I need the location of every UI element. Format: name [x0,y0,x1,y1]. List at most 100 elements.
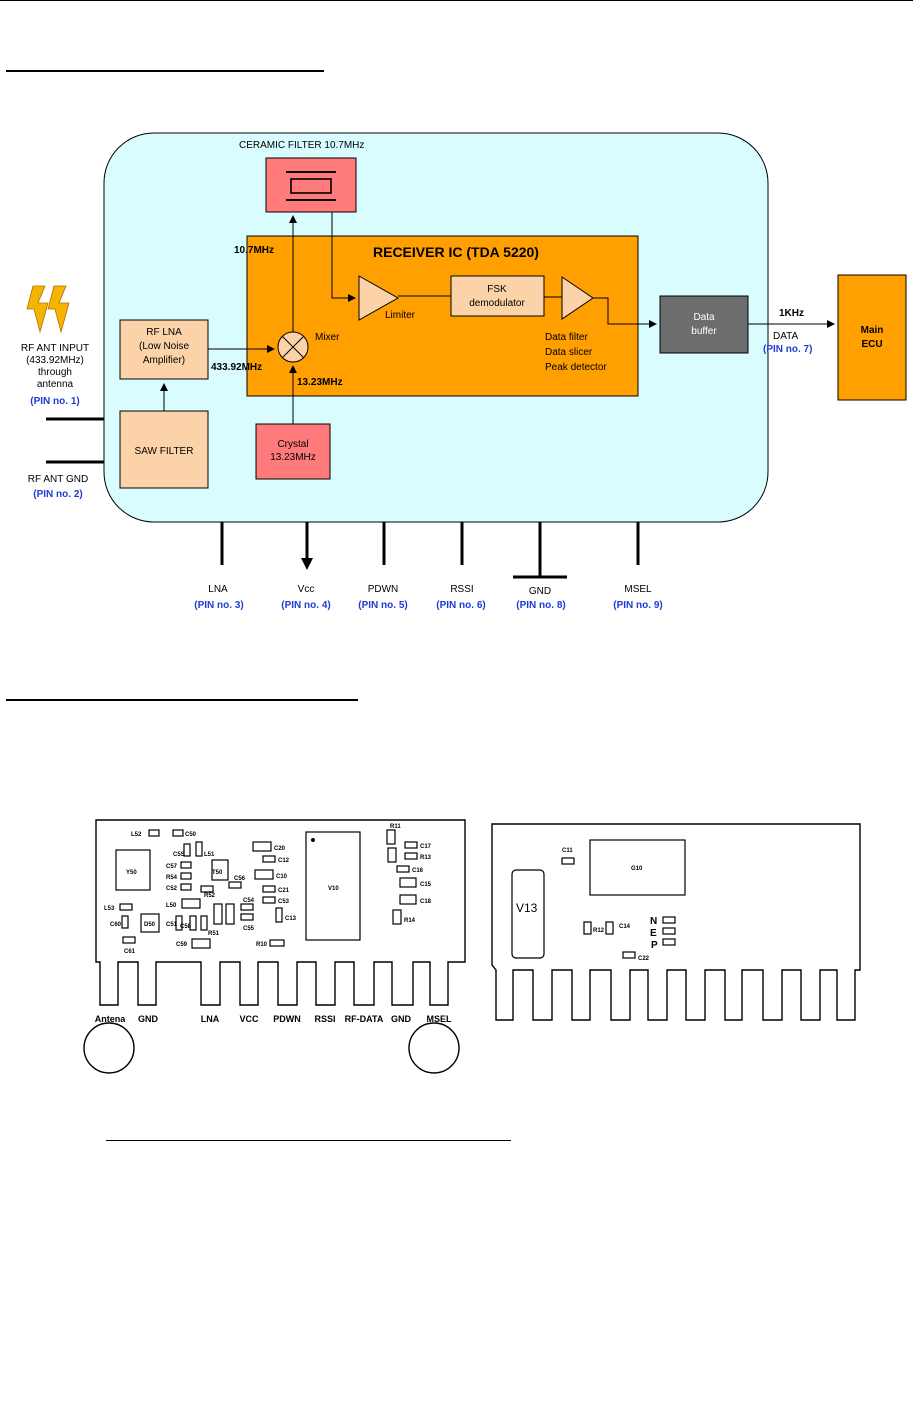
comp-n: N [650,916,657,927]
pin-vcc-number: (PIN no. 4) [281,600,330,611]
comp-c11: C11 [562,848,573,854]
fsk-line1: FSK [487,284,507,295]
pcb-pin-antena: Antena [95,1014,126,1024]
comp-c22: C22 [638,956,650,962]
comp-c5s: C5S [173,852,185,858]
comp-c20: C20 [274,846,286,852]
ant-input-line4: antenna [37,379,74,390]
pcb-pin-rssi: RSSI [314,1014,335,1024]
comp-l52: L52 [131,832,142,838]
pin-rssi-number: (PIN no. 6) [436,600,485,611]
saw-filter-block [119,410,209,489]
pcb-front-layout: L52 C50 C5S L51 Y50 T50 C57 R54 C52 C56 … [83,819,466,1074]
comp-l50: L50 [166,903,177,909]
freq-433-label: 433.92MHz [211,362,262,373]
data-pin-label: (PIN no. 7) [763,344,812,355]
rf-lna-line3: Amplifier) [143,355,185,366]
antenna-signal-icon [26,285,70,334]
pin-rssi-name: RSSI [450,584,473,595]
comp-p: P [651,940,658,951]
ecu-line1: Main [861,325,884,336]
data-slicer-label: Data slicer [545,347,593,358]
comp-r13: R13 [420,855,432,861]
fsk-line2: demodulator [469,298,525,309]
comp-c57: C57 [166,864,178,870]
comp-c61: C61 [124,949,136,955]
comp-c16: C16 [412,868,424,874]
comp-e: E [650,928,657,939]
comp-r52: R52 [204,893,216,899]
comp-t50: T50 [212,870,223,876]
comp-c12: C12 [278,858,290,864]
pin-pdwn-name: PDWN [368,584,399,595]
pcb-pin-lna: LNA [201,1014,220,1024]
comp-r54: R54 [166,875,178,881]
data-buffer-line1: Data [693,312,715,323]
comp-c17: C17 [420,844,432,850]
receiver-ic-title: RECEIVER IC (TDA 5220) [373,244,539,260]
data-buffer-block [659,295,749,354]
limiter-symbol [358,275,400,321]
mixer-label: Mixer [315,332,340,343]
page-top-rule [0,0,913,1]
pin-gnd-number: (PIN no. 8) [516,600,565,611]
heading-rule-2 [6,699,358,701]
comp-r14: R14 [404,918,416,924]
comp-c52: C52 [166,886,178,892]
pin-msel-number: (PIN no. 9) [613,600,662,611]
rf-lna-block [119,319,209,380]
comp-c59: C59 [176,942,188,948]
comp-c60: C60 [110,922,122,928]
comp-c14: C14 [619,924,631,930]
comp-c18: C18 [420,899,432,905]
comp-v10: V10 [328,886,339,892]
pcb-back-layout: C11 G10 V13 R12 C14 C22 N E P [491,823,861,1021]
ant-gnd-pin: (PIN no. 2) [33,489,82,500]
comp-d50: D50 [144,922,156,928]
block-diagram: RECEIVER IC (TDA 5220) CERAMIC FILTER 10… [21,132,907,611]
comp-c10: C10 [276,874,288,880]
comp-v13: V13 [516,901,538,915]
ecu-line2: ECU [861,339,882,350]
pcb-pin-vcc: VCC [239,1014,259,1024]
comp-g10: G10 [631,866,643,872]
pin-lna-number: (PIN no. 3) [194,600,243,611]
data-filter-symbol [561,276,594,320]
ant-input-line3: through [38,367,72,378]
ant-gnd-label: RF ANT GND [28,474,88,485]
comp-c51: C51 [166,922,178,928]
comp-r10: R10 [256,942,268,948]
limiter-label: Limiter [385,310,416,321]
rf-lna-line2: (Low Noise [139,341,189,352]
pin-pdwn-number: (PIN no. 5) [358,600,407,611]
pin-msel-name: MSEL [624,584,652,595]
peak-detector-label: Peak detector [545,362,607,373]
mount-hole-left [83,1022,135,1074]
data-label: DATA [773,331,799,342]
ant-input-line2: (433.92MHz) [26,355,84,366]
comp-r51: R51 [208,931,220,937]
comp-c55: C55 [243,926,255,932]
comp-c50: C50 [185,832,197,838]
crystal-line1: Crystal [277,439,308,450]
rf-lna-line1: RF LNA [146,327,182,338]
pin-lna-name: LNA [208,584,228,595]
heading-rule-3 [106,1140,511,1141]
comp-c56: C56 [234,876,246,882]
ant-input-line1: RF ANT INPUT [21,343,89,354]
comp-c53: C53 [278,899,290,905]
pcb-pin-gnd-2: GND [391,1014,412,1024]
main-ecu-block [837,274,907,401]
comp-r11: R11 [390,824,401,830]
comp-y50: Y50 [126,870,137,876]
heading-rule-1 [6,70,324,72]
comp-l51: L51 [204,852,215,858]
fsk-demodulator-block [450,275,545,317]
ant-input-pin: (PIN no. 1) [30,396,79,407]
freq-13-23-label: 13.23MHz [297,377,343,388]
ceramic-filter-label: CERAMIC FILTER 10.7MHz [239,140,364,151]
data-buffer-line2: buffer [691,326,717,337]
comp-c15: C15 [420,882,432,888]
pin-gnd-name: GND [529,586,551,597]
pcb-back-outline [491,823,861,1021]
